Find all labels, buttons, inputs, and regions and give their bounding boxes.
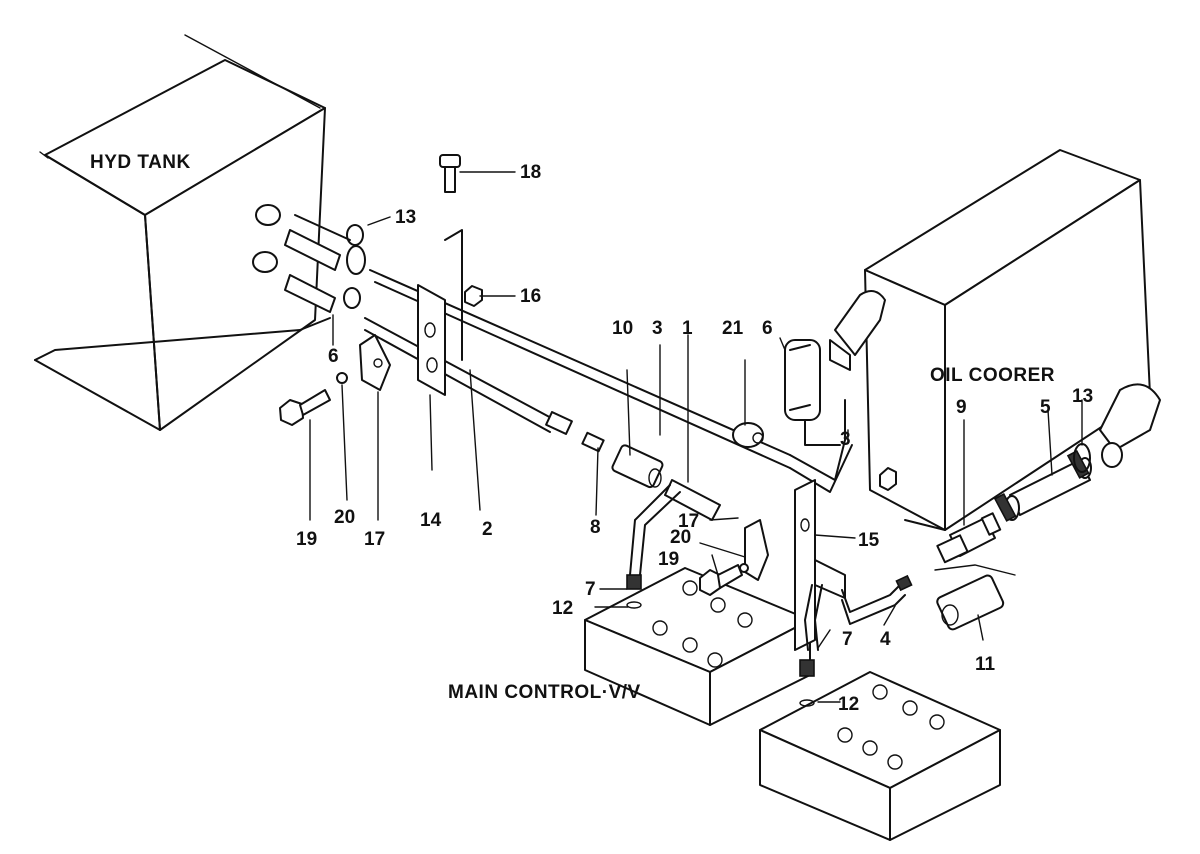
filter-6 bbox=[784, 339, 841, 446]
part-number-8: 8 bbox=[590, 517, 601, 538]
leader-lines bbox=[309, 171, 1083, 703]
clamp-17-left bbox=[359, 334, 391, 391]
part-number-17-left: 17 bbox=[364, 529, 385, 550]
part-number-11: 11 bbox=[975, 654, 996, 675]
part-number-3-right: 3 bbox=[840, 429, 851, 450]
part-number-13-left: 13 bbox=[395, 207, 416, 228]
part-number-2: 2 bbox=[482, 519, 493, 540]
fitting-10 bbox=[611, 444, 664, 489]
part-number-10: 10 bbox=[612, 318, 633, 339]
fitting-11 bbox=[934, 564, 1016, 631]
pipe-4 bbox=[804, 574, 913, 651]
main-control-valve-label: MAIN CONTROL·V/V bbox=[448, 682, 641, 703]
washer-20-right bbox=[739, 563, 749, 573]
part-number-3-upper: 3 bbox=[652, 318, 663, 339]
bolt-19-right bbox=[699, 564, 743, 596]
oil-cooler-label: OIL COORER bbox=[930, 365, 1055, 386]
part-21 bbox=[732, 422, 764, 448]
part-number-19-right: 19 bbox=[658, 549, 679, 570]
hyd-tank bbox=[34, 34, 331, 431]
bracket-14 bbox=[417, 284, 446, 396]
part-number-7-left: 7 bbox=[585, 579, 596, 600]
main-control-valve-2 bbox=[759, 671, 1001, 841]
bracket-15 bbox=[794, 479, 846, 651]
washer-20-left bbox=[336, 372, 348, 384]
pipe-1 bbox=[629, 479, 721, 576]
part-number-6-left: 6 bbox=[328, 346, 339, 367]
nut-cooler bbox=[879, 467, 897, 491]
oil-cooler bbox=[864, 149, 1151, 531]
part-number-19-left: 19 bbox=[296, 529, 317, 550]
fitting-7-left bbox=[626, 574, 642, 609]
adapter-8 bbox=[581, 431, 605, 453]
part-number-21: 21 bbox=[722, 318, 744, 339]
elbow-lower bbox=[1099, 383, 1161, 468]
part-number-6-right: 6 bbox=[762, 318, 773, 339]
plate-16 bbox=[444, 229, 463, 361]
part-number-7-right: 7 bbox=[842, 629, 853, 650]
fitting-left bbox=[545, 411, 573, 435]
part-number-4: 4 bbox=[880, 629, 891, 650]
elbow-upper bbox=[829, 290, 886, 371]
fitting-9 bbox=[936, 512, 1002, 564]
part-number-15: 15 bbox=[858, 530, 880, 551]
part-number-12-right: 12 bbox=[838, 694, 859, 715]
clamp-17-right bbox=[744, 519, 769, 581]
tank-hoses bbox=[252, 204, 364, 313]
bolt-18 bbox=[439, 154, 461, 193]
bolt-19-left bbox=[279, 389, 331, 426]
part-number-9: 9 bbox=[956, 397, 967, 418]
nut-16 bbox=[464, 285, 483, 307]
part-number-18: 18 bbox=[520, 162, 541, 183]
part-number-1: 1 bbox=[682, 318, 693, 339]
part-number-5: 5 bbox=[1040, 397, 1051, 418]
part-number-20-right: 20 bbox=[670, 527, 691, 548]
hyd-tank-label: HYD TANK bbox=[90, 152, 191, 173]
part-number-12-left: 12 bbox=[552, 598, 573, 619]
clamp-13-left bbox=[346, 245, 366, 275]
fitting-7-right bbox=[799, 659, 815, 707]
part-number-17-right: 17 bbox=[678, 511, 699, 532]
part-number-20-left: 20 bbox=[334, 507, 355, 528]
part-number-16: 16 bbox=[520, 286, 541, 307]
part-number-13-right: 13 bbox=[1072, 386, 1093, 407]
part-number-14: 14 bbox=[420, 510, 442, 531]
